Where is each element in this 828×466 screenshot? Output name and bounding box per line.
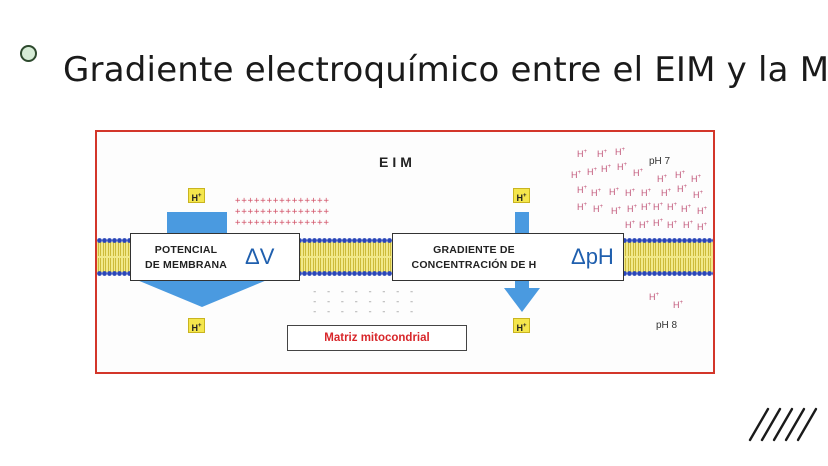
proton-glyph: H+ — [577, 185, 588, 195]
potential-label-line2: DE MEMBRANA — [144, 259, 228, 271]
proton-glyph: H+ — [639, 220, 650, 230]
proton-glyph: H+ — [625, 220, 636, 230]
proton-glyph: H+ — [577, 202, 588, 212]
gradient-label-line2: CONCENTRACIÓN DE H — [411, 259, 537, 271]
proton-glyph: H+ — [675, 170, 686, 180]
proton-glyph: H+ — [611, 206, 622, 216]
negative-charge-row: - - - - - - - - — [312, 287, 416, 297]
proton-glyph: H+ — [571, 170, 582, 180]
proton-glyph: H+ — [697, 222, 708, 232]
delta-v-symbol: ΔV — [245, 244, 275, 269]
proton-glyph: H+ — [667, 202, 678, 212]
ph7-label: pH 7 — [649, 156, 671, 167]
proton-glyph: H+ — [641, 188, 652, 198]
diagram-frame: EIM H+ H+ H+ H+ +++++++++++++++ ++++++++… — [95, 130, 715, 374]
negative-charge-row: - - - - - - - - — [312, 297, 416, 307]
negative-charge-row: - - - - - - - - — [312, 307, 416, 317]
gradient-label-line1: GRADIENTE DE — [433, 244, 515, 256]
proton-glyph: H+ — [693, 190, 704, 200]
proton-glyph: H+ — [587, 167, 598, 177]
positive-charge-row: +++++++++++++++ — [235, 207, 330, 217]
proton-glyph: H+ — [641, 202, 652, 212]
delta-ph-symbol: ΔpH — [571, 244, 614, 269]
h-proton-box: H+ — [513, 318, 530, 333]
slide-title: Gradiente electroquímico entre el EIM y … — [63, 50, 828, 90]
h-proton-box: H+ — [513, 188, 530, 203]
h-proton-box: H+ — [188, 188, 205, 203]
proton-glyph: H+ — [615, 147, 626, 157]
proton-glyph: H+ — [593, 204, 604, 214]
matrix-label-box: Matriz mitocondrial — [287, 325, 467, 351]
positive-charge-row: +++++++++++++++ — [235, 218, 330, 228]
proton-glyph: H+ — [673, 300, 684, 310]
proton-glyph: H+ — [653, 202, 664, 212]
proton-glyph: H+ — [681, 204, 692, 214]
proton-glyph: H+ — [683, 220, 694, 230]
proton-glyph: H+ — [657, 174, 668, 184]
proton-glyph: H+ — [697, 206, 708, 216]
positive-charge-row: +++++++++++++++ — [235, 196, 330, 206]
proton-glyph: H+ — [591, 188, 602, 198]
proton-glyph: H+ — [653, 218, 664, 228]
decorative-hatch-icon — [748, 407, 818, 442]
eim-label: EIM — [379, 154, 416, 170]
bullet-circle-icon — [20, 45, 37, 62]
proton-glyph: H+ — [601, 164, 612, 174]
proton-glyph: H+ — [691, 174, 702, 184]
proton-glyph: H+ — [617, 162, 628, 172]
h-proton-box: H+ — [188, 318, 205, 333]
proton-glyph: H+ — [661, 188, 672, 198]
potential-label-box: POTENCIAL DE MEMBRANA ΔV — [130, 233, 300, 281]
proton-glyph: H+ — [667, 220, 678, 230]
proton-glyph: H+ — [633, 168, 644, 178]
potential-label-line1: POTENCIAL — [154, 244, 218, 256]
ph8-label: pH 8 — [656, 320, 678, 331]
proton-glyph: H+ — [609, 187, 620, 197]
proton-glyph: H+ — [677, 184, 688, 194]
proton-glyph: H+ — [627, 204, 638, 214]
proton-glyph: H+ — [577, 149, 588, 159]
proton-glyph: H+ — [649, 292, 660, 302]
proton-glyph: H+ — [597, 149, 608, 159]
gradient-label-box: GRADIENTE DE CONCENTRACIÓN DE H ΔpH — [392, 233, 624, 281]
proton-glyph: H+ — [625, 188, 636, 198]
